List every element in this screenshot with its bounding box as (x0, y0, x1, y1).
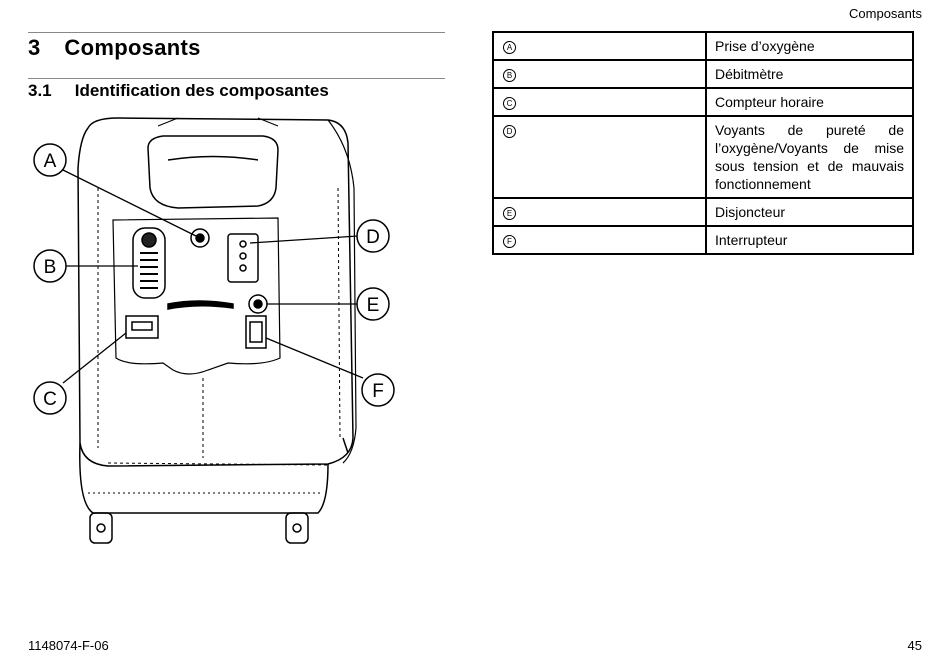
running-header: Composants (849, 6, 922, 21)
callout-f: F (361, 373, 395, 407)
callout-d: D (356, 219, 390, 253)
oxygen-outlet (190, 228, 210, 248)
row-key-cell: F (492, 225, 707, 255)
hour-meter (125, 315, 159, 339)
power-switch (245, 315, 267, 349)
callout-a: A (33, 143, 67, 177)
table-row: C Compteur horaire (492, 87, 914, 117)
row-key: B (503, 68, 516, 82)
table-row: D Voyants de pureté de l’oxygène/Voyants… (492, 115, 914, 199)
concentrator-illustration: A B C D E F (28, 108, 408, 563)
table-row: B Débitmètre (492, 59, 914, 89)
concentrator-drawing: A B C D E F (33, 117, 395, 544)
handle (147, 135, 279, 209)
flowmeter (132, 227, 166, 299)
row-key: A (503, 40, 516, 54)
document-id: 1148074-F-06 (28, 638, 109, 653)
row-key: D (503, 124, 516, 138)
caster-left (89, 512, 113, 544)
row-key-cell: E (492, 197, 707, 227)
row-key-cell: B (492, 59, 707, 89)
section-heading: 3.1 Identification des composantes (28, 78, 445, 101)
row-label: Prise d’oxygène (705, 31, 914, 61)
indicator-panel (227, 233, 259, 283)
caster-right (285, 512, 309, 544)
callout-a-label: A (44, 151, 57, 172)
row-key-cell: C (492, 87, 707, 117)
chapter-title: Composants (64, 35, 201, 60)
control-panel (112, 217, 281, 375)
row-key-cell: A (492, 31, 707, 61)
callout-e: E (356, 287, 390, 321)
row-key: F (503, 234, 516, 248)
chapter-number: 3 (28, 35, 41, 60)
callout-c: C (33, 381, 67, 415)
table-row: A Prise d’oxygène (492, 31, 914, 61)
table-row: E Disjoncteur (492, 197, 914, 227)
callout-b-label: B (44, 257, 57, 278)
row-label: Interrupteur (705, 225, 914, 255)
components-table: A Prise d’oxygène B Débitmètre C Compteu… (492, 31, 914, 255)
callout-e-label: E (367, 295, 380, 316)
section-title: Identification des composantes (74, 81, 329, 100)
row-label: Compteur horaire (705, 87, 914, 117)
section-number: 3.1 (28, 81, 52, 100)
callout-c-label: C (43, 389, 57, 410)
callout-d-label: D (366, 227, 380, 248)
row-key: C (503, 96, 516, 110)
row-label: Disjoncteur (705, 197, 914, 227)
page-number: 45 (907, 638, 922, 653)
row-key-cell: D (492, 115, 707, 199)
chapter-heading: 3 Composants (28, 32, 445, 61)
row-label: Débitmètre (705, 59, 914, 89)
table-row: F Interrupteur (492, 225, 914, 255)
row-key: E (503, 206, 516, 220)
row-label: Voyants de pureté de l’oxygène/Voyants d… (705, 115, 914, 199)
callout-b: B (33, 249, 67, 283)
device-body (77, 117, 354, 467)
callout-f-label: F (372, 381, 384, 402)
